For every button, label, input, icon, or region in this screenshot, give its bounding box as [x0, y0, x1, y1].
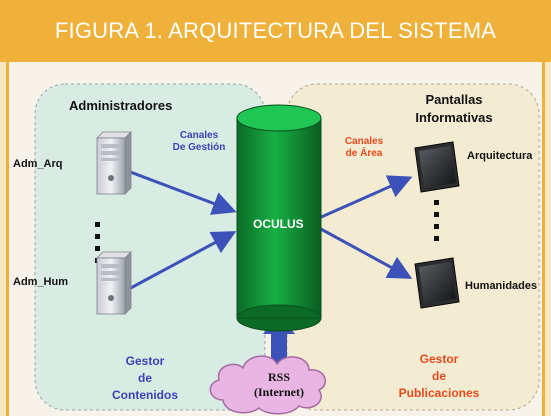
monitor-icon: [414, 141, 460, 193]
area-channels-label-line1: Canales: [344, 136, 384, 147]
screen-label-humanidades: Humanidades: [465, 280, 538, 292]
monitor-icon: [414, 257, 460, 309]
arrow-oculus-to-humanidades: [318, 226, 413, 279]
rss-label-line2: (Internet): [254, 385, 304, 399]
management-channels-label-line2: De Gestión: [172, 142, 226, 153]
rss-arrow-shaft: [271, 332, 287, 364]
left-zone-title: Administradores: [69, 98, 173, 113]
right-zone-title-line2: Informativas: [415, 110, 493, 125]
right-zone-title-line1: Pantallas: [425, 92, 483, 107]
left-caption-line3: Contenidos: [112, 388, 178, 402]
arrow-oculus-to-arquitectura: [318, 175, 413, 220]
computer-tower-icon: [96, 251, 132, 315]
oculus-server-icon: [236, 104, 322, 332]
rss-cloud-icon: [209, 355, 327, 415]
server-label: OCULUS: [253, 217, 304, 231]
screen-label-arquitectura: Arquitectura: [467, 150, 533, 162]
right-caption-line3: Publicaciones: [398, 386, 480, 400]
rss-label-line1: RSS: [267, 370, 290, 384]
right-caption-line1: Gestor: [419, 352, 459, 366]
diagram-canvas: [34, 83, 540, 415]
screen-ellipsis: [434, 200, 439, 241]
computer-tower-icon: [96, 131, 132, 195]
left-caption-line1: Gestor: [125, 354, 165, 368]
admin-label-arq: Adm_Arq: [13, 158, 63, 170]
architecture-diagram: Administradores Adm_Arq Adm_Hum Canales …: [6, 62, 545, 416]
left-caption-line2: de: [137, 371, 152, 385]
arrow-adm-arq-to-oculus: [124, 168, 237, 215]
management-channels-label-line1: Canales: [179, 130, 219, 141]
arrow-adm-hum-to-oculus: [126, 231, 237, 292]
right-caption-line2: de: [431, 369, 446, 383]
area-channels-label-line2: de Área: [345, 148, 383, 159]
admin-label-hum: Adm_Hum: [13, 276, 69, 288]
figure-title: FIGURA 1. ARQUITECTURA DEL SISTEMA: [0, 0, 551, 62]
